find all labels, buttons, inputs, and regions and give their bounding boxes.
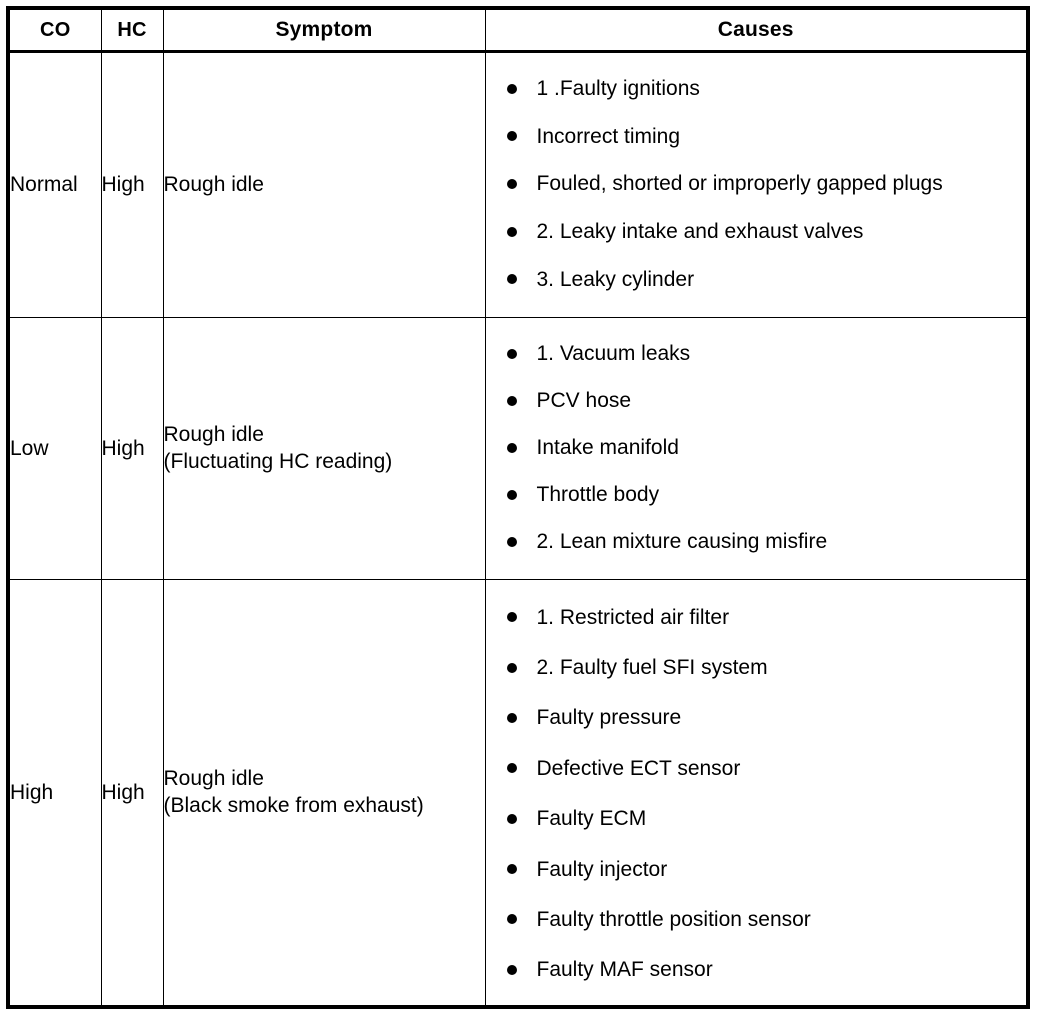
causes-list: 1. Vacuum leaks PCV hose Intake manifold… <box>486 318 1027 579</box>
bullet-icon <box>506 763 517 774</box>
cell-symptom-value: Rough idle (Black smoke from exhaust) <box>162 579 486 1008</box>
cause-text: PCV hose <box>536 388 632 412</box>
list-item: 1 .Faulty ignitions <box>486 77 1027 100</box>
cause-text: Faulty throttle position sensor <box>536 907 811 931</box>
list-item: Throttle body <box>486 483 1027 506</box>
cell-hc-value: High <box>100 51 164 318</box>
cause-text: 2. Lean mixture causing misfire <box>536 529 828 553</box>
cause-text: 1 .Faulty ignitions <box>536 77 700 101</box>
bullet-icon <box>506 864 517 875</box>
cell-causes-value: 1. Vacuum leaks PCV hose Intake manifold… <box>484 317 1029 580</box>
list-item: 1. Vacuum leaks <box>486 342 1027 365</box>
bullet-icon <box>506 442 517 453</box>
column-header-co: CO <box>7 7 102 53</box>
bullet-icon <box>506 964 517 975</box>
cell-co-value: Normal <box>7 51 102 318</box>
cell-symptom-value: Rough idle <box>162 51 486 318</box>
cell-causes-value: 1 .Faulty ignitions Incorrect timing Fou… <box>484 51 1029 318</box>
list-item: Faulty MAF sensor <box>486 958 1027 981</box>
symptom-line-primary: Rough idle <box>163 172 264 196</box>
cause-text: Faulty ECM <box>536 807 647 831</box>
bullet-icon <box>506 712 517 723</box>
bullet-icon <box>506 612 517 623</box>
bullet-icon <box>506 662 517 673</box>
bullet-icon <box>506 813 517 824</box>
cell-symptom-value: Rough idle (Fluctuating HC reading) <box>162 317 486 580</box>
cause-text: Throttle body <box>536 482 660 506</box>
list-item: 2. Faulty fuel SFI system <box>486 656 1027 679</box>
cause-text: Defective ECT sensor <box>536 756 741 780</box>
cell-causes-value: 1. Restricted air filter 2. Faulty fuel … <box>484 579 1029 1008</box>
cause-text: Intake manifold <box>536 435 679 459</box>
list-item: 2. Lean mixture causing misfire <box>486 530 1027 553</box>
cause-text: Fouled, shorted or improperly gapped plu… <box>536 172 943 196</box>
co-hc-symptom-causes-table: CO HC Symptom Causes Normal High Rough i… <box>6 6 1030 1009</box>
list-item: Defective ECT sensor <box>486 757 1027 780</box>
cell-hc-value: High <box>100 579 164 1008</box>
table-row: Normal High Rough idle 1 .Faulty ignitio… <box>7 51 1029 318</box>
bullet-icon <box>506 274 517 285</box>
bullet-icon <box>506 131 517 142</box>
table-row: High High Rough idle (Black smoke from e… <box>7 579 1029 1008</box>
cell-co-value: Low <box>7 317 102 580</box>
cause-text: Faulty MAF sensor <box>536 958 713 982</box>
bullet-icon <box>506 536 517 547</box>
list-item: 3. Leaky cylinder <box>486 268 1027 291</box>
list-item: 1. Restricted air filter <box>486 606 1027 629</box>
cause-text: Faulty injector <box>536 857 668 881</box>
cause-text: 3. Leaky cylinder <box>536 267 695 291</box>
table-row: Low High Rough idle (Fluctuating HC read… <box>7 317 1029 580</box>
bullet-icon <box>506 914 517 925</box>
column-header-causes: Causes <box>484 7 1029 53</box>
bullet-icon <box>506 178 517 189</box>
bullet-icon <box>506 226 517 237</box>
list-item: Intake manifold <box>486 436 1027 459</box>
list-item: Faulty throttle position sensor <box>486 908 1027 931</box>
cause-text: 1. Restricted air filter <box>536 605 730 629</box>
list-item: Faulty injector <box>486 858 1027 881</box>
column-header-symptom: Symptom <box>162 7 486 53</box>
symptom-line-primary: Rough idle <box>163 766 264 790</box>
list-item: Faulty pressure <box>486 706 1027 729</box>
list-item: 2. Leaky intake and exhaust valves <box>486 220 1027 243</box>
cause-text: Faulty pressure <box>536 706 682 730</box>
cell-hc-value: High <box>100 317 164 580</box>
bullet-icon <box>506 489 517 500</box>
cause-text: 2. Faulty fuel SFI system <box>536 656 768 680</box>
causes-list: 1. Restricted air filter 2. Faulty fuel … <box>486 580 1027 1005</box>
bullet-icon <box>506 348 517 359</box>
bullet-icon <box>506 395 517 406</box>
column-header-hc: HC <box>100 7 164 53</box>
table-header-row: CO HC Symptom Causes <box>7 7 1029 53</box>
symptom-line-secondary: (Fluctuating HC reading) <box>163 449 393 473</box>
symptom-line-primary: Rough idle <box>163 422 264 446</box>
cause-text: 1. Vacuum leaks <box>536 341 691 365</box>
list-item: Faulty ECM <box>486 807 1027 830</box>
symptom-line-secondary: (Black smoke from exhaust) <box>163 793 424 817</box>
cell-co-value: High <box>7 579 102 1008</box>
causes-list: 1 .Faulty ignitions Incorrect timing Fou… <box>486 53 1027 317</box>
list-item: Incorrect timing <box>486 125 1027 148</box>
list-item: Fouled, shorted or improperly gapped plu… <box>486 172 1027 195</box>
list-item: PCV hose <box>486 389 1027 412</box>
cause-text: Incorrect timing <box>536 124 681 148</box>
cause-text: 2. Leaky intake and exhaust valves <box>536 220 864 244</box>
bullet-icon <box>506 83 517 94</box>
